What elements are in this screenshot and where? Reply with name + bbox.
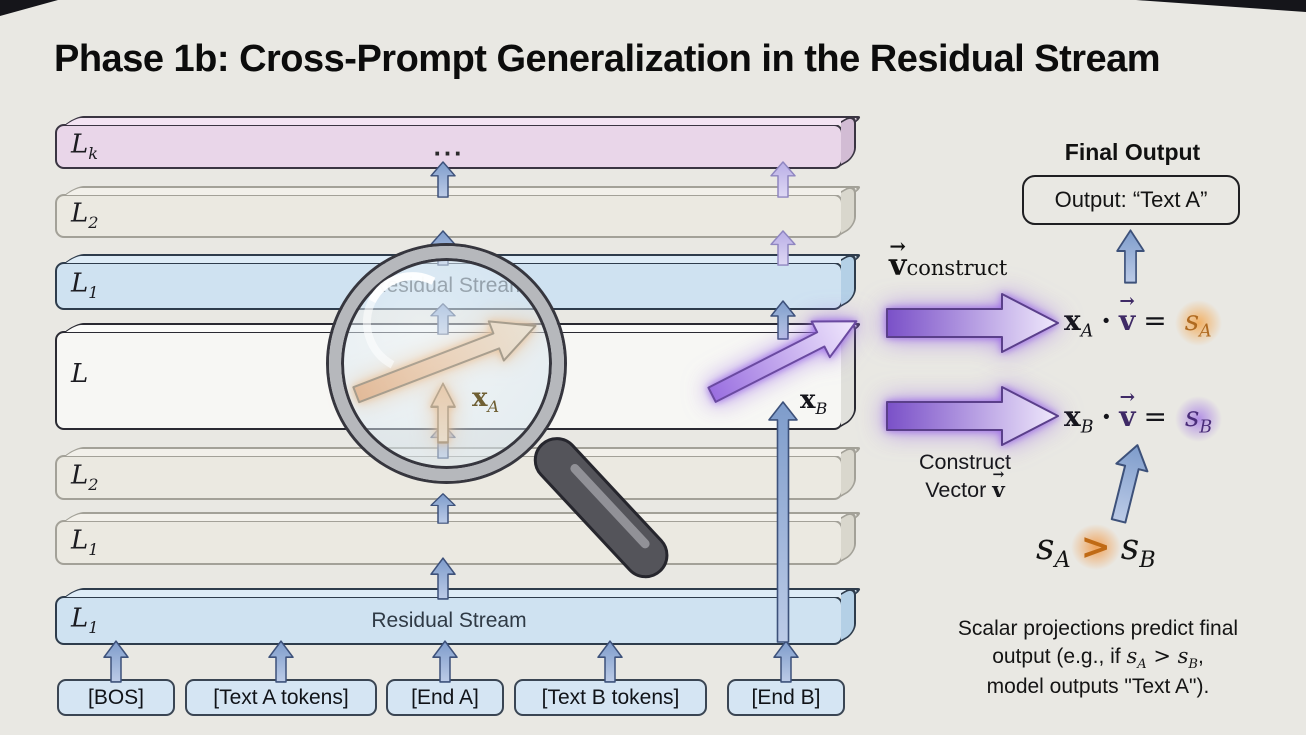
final-output-heading: Final Output: [1064, 139, 1201, 165]
token-arrow-icon: [103, 640, 129, 683]
residual-flow-arrow-icon: [770, 230, 796, 266]
vector-arrow-icon: →: [889, 233, 907, 258]
projection-equation-b: xB·v→=sB: [1064, 387, 1223, 442]
explanation-caption: Scalar projections predict final output …: [957, 617, 1239, 699]
residual-flow-arrow-icon: [430, 161, 456, 198]
v-construct-label: v→construct: [889, 233, 1008, 283]
page-title: Phase 1b: Cross-Prompt Generalization in…: [54, 38, 1161, 80]
layer-bar-lk: Lk ...: [55, 124, 843, 169]
layer-label: L2: [71, 198, 99, 232]
layer-label: L1: [71, 525, 99, 559]
magnifier-glass: [329, 246, 564, 481]
residual-flow-arrow-icon: [430, 557, 456, 600]
token-arrow-icon: [597, 640, 623, 683]
construct-vector-caption: Construct Vector v→: [918, 450, 1011, 503]
layer-label: L2: [71, 460, 99, 494]
video-corner-artifact: [1136, 0, 1306, 12]
token-box-text-a: [Text A tokens]: [185, 679, 377, 716]
video-corner-artifact: [0, 0, 58, 16]
vector-arrow-icon: →: [992, 467, 1005, 484]
output-arrow-icon: [1116, 229, 1145, 284]
vector-arrow-icon: →: [1119, 290, 1135, 312]
residual-flow-arrow-icon: [770, 161, 796, 198]
comparison-arrow-icon: [1098, 441, 1158, 525]
projection-equation-a: xA·v→=sA: [1064, 291, 1222, 346]
residual-stream-label: Residual Stream: [371, 608, 527, 632]
token-box-bos: [BOS]: [57, 679, 175, 716]
layer-bar-residual-stream: L1 Residual Stream: [55, 596, 843, 645]
vector-arrow-icon: →: [1119, 386, 1136, 408]
token-box-text-b: [Text B tokens]: [514, 679, 707, 716]
magnifier-highlight-icon: [349, 259, 477, 387]
xa-label: xA: [472, 383, 500, 417]
score-comparison: sA>sB: [1036, 524, 1156, 574]
construct-vector-arrow-icon: [886, 291, 1061, 355]
ellipsis-label: ...: [433, 131, 465, 161]
token-box-end-b: [End B]: [727, 679, 845, 716]
output-text-box: Output: “Text A”: [1022, 175, 1240, 225]
xb-projection-arrow-icon: [768, 401, 798, 643]
token-arrow-icon: [773, 640, 799, 683]
residual-flow-arrow-icon: [430, 493, 456, 524]
construct-vector-arrow-icon: [886, 384, 1061, 448]
token-arrow-icon: [432, 640, 458, 683]
layer-label: Lk: [71, 129, 99, 163]
xb-label: xB: [800, 385, 828, 419]
layer-label: L1: [71, 268, 99, 302]
layer-label: L: [71, 359, 89, 389]
token-arrow-icon: [268, 640, 294, 683]
token-box-end-a: [End A]: [386, 679, 504, 716]
layer-bar-l1-lower: L1: [55, 520, 843, 565]
xb-vector-arrow-icon: [693, 306, 871, 410]
residual-flow-arrow-icon: [770, 300, 796, 340]
layer-label: L1: [71, 603, 99, 637]
